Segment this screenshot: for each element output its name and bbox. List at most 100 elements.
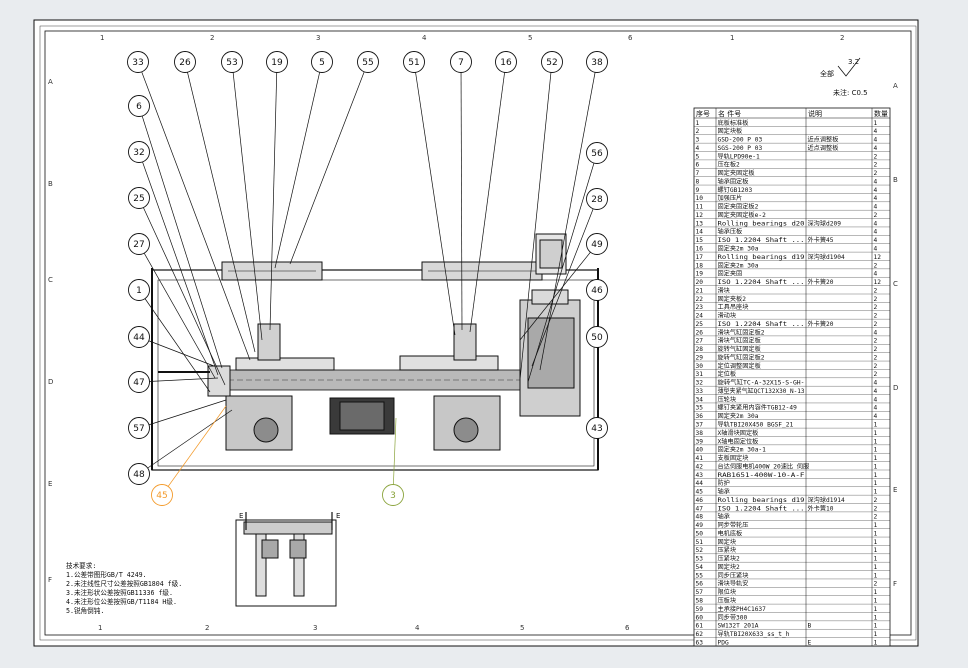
bom-cell: 定位调整固定板	[718, 362, 761, 370]
leader-line-19	[269, 61, 278, 331]
zone-top-3: 3	[316, 34, 320, 42]
bom-cell: 1	[874, 572, 878, 579]
bom-cell: 压紧块2	[718, 555, 741, 563]
bom-cell: 1	[874, 489, 878, 496]
balloon-label-57: 57	[133, 424, 144, 434]
cylinder-right	[453, 323, 477, 361]
zone-bottom-2: 2	[205, 624, 209, 632]
bom-cell: 62	[696, 631, 704, 638]
bom-cell: 2	[874, 514, 878, 521]
section-arm-right	[293, 533, 305, 597]
zone-right-a: A	[893, 82, 898, 90]
bom-cell: 2	[874, 170, 878, 177]
leader-line-32	[138, 151, 219, 376]
balloon-label-5: 5	[319, 58, 325, 68]
leader-line-6	[138, 105, 223, 369]
bom-cell: 34	[696, 396, 704, 403]
bom-cell: 4	[874, 229, 878, 236]
bom-cell: SW132T 201A	[718, 623, 759, 630]
balloon-27	[128, 233, 150, 255]
bom-cell: 25	[696, 321, 704, 328]
balloon-label-1: 1	[136, 286, 142, 296]
leader-line-7	[460, 61, 463, 331]
bom-cell: 4	[874, 396, 878, 403]
notes-line-1: 1.公差带图形GB/T 4249.	[66, 570, 147, 579]
balloon-51	[403, 51, 425, 73]
bom-cell: 固定块板	[718, 127, 743, 135]
bom-cell: 1	[696, 120, 700, 127]
section-top-beam	[243, 521, 333, 535]
bom-cell: 2	[874, 262, 878, 269]
motor-top-inner	[539, 239, 563, 269]
bom-cell: 固定夹2m 30a	[718, 412, 759, 420]
bom-cell: 42	[696, 463, 704, 470]
notes-title: 技术要求:	[66, 561, 96, 570]
roughness-note: 未注: C0.5	[833, 88, 868, 97]
leader-line-45	[161, 405, 227, 496]
zone-left-f: F	[48, 576, 52, 584]
bom-cell: 2	[874, 162, 878, 169]
leader-line-57	[138, 399, 227, 429]
bom-cell: ISO 1.2204 Shaft ...	[718, 321, 805, 328]
bom-cell: 53	[696, 556, 704, 563]
leader-line-16	[469, 61, 507, 333]
leader-line-56	[527, 152, 598, 383]
technical-notes: 技术要求: 1.公差带图形GB/T 4249. 2.未注线性尺寸公差按照GB18…	[66, 561, 182, 615]
balloon-label-7: 7	[458, 58, 464, 68]
bom-cell: 同步压紧块	[718, 571, 749, 579]
bom-cell: 55	[696, 572, 704, 579]
leader-line-27	[138, 243, 216, 379]
bom-cell: 47	[696, 505, 704, 512]
bom-cell: 固定夹2m 30a	[718, 261, 759, 269]
bom-cell: 37	[696, 421, 704, 428]
bom-cell: 61	[696, 623, 704, 630]
bom-cell: 1	[874, 421, 878, 428]
bom-cell: 轴承	[718, 488, 730, 496]
bom-cell: 30	[696, 363, 704, 370]
bom-cell: 防护	[718, 479, 730, 487]
cylinder-left	[257, 323, 281, 361]
bom-cell: 43	[696, 472, 704, 479]
bom-cell: 近点调整板	[808, 136, 839, 144]
gearbox-cap	[531, 289, 569, 305]
zone-top-4: 4	[422, 34, 427, 42]
bom-cell: 固定夹2m 30a	[718, 244, 759, 252]
leader-line-44	[138, 336, 215, 367]
roughness-symbol: 3.2 全部 未注: C0.5	[820, 57, 868, 97]
balloon-28	[586, 188, 608, 210]
bom-cell: 4	[874, 413, 878, 420]
balloon-26	[174, 51, 196, 73]
bom-frame	[693, 107, 891, 647]
balloon-label-3: 3	[390, 491, 396, 501]
bom-cell: 16	[696, 245, 704, 252]
bearing-left	[253, 417, 279, 443]
bom-cell: 1	[874, 623, 878, 630]
leader-line-5	[274, 61, 323, 269]
bom-cell: 4	[874, 329, 878, 336]
bom-cell: 41	[696, 455, 704, 462]
bom-cell: 21	[696, 287, 704, 294]
bom-cell: 外卡簧45	[808, 236, 834, 244]
bom-cell: 2	[874, 304, 878, 311]
section-block-left	[261, 539, 279, 559]
bom-cell: 1	[874, 530, 878, 537]
bom-header-0: 序号	[696, 109, 710, 118]
bom-cell: 固定夹固定板e-2	[718, 211, 767, 219]
bearing-right	[453, 417, 479, 443]
zone-right-b: B	[893, 176, 898, 184]
servo-motor-body	[339, 401, 385, 431]
zone-strip	[39, 25, 917, 641]
balloon-label-48: 48	[133, 470, 145, 480]
bom-cell: 4	[874, 137, 878, 144]
roughness-check-icon	[837, 57, 861, 77]
leader-line-52	[519, 61, 553, 381]
main-assembly-view	[151, 233, 599, 471]
leader-lines	[137, 61, 598, 496]
bom-cell: 4	[874, 271, 878, 278]
zone-left-d: D	[48, 378, 53, 386]
bom-cell: 63	[696, 639, 704, 646]
bom-cell: 60	[696, 614, 704, 621]
leader-line-38	[539, 61, 598, 371]
